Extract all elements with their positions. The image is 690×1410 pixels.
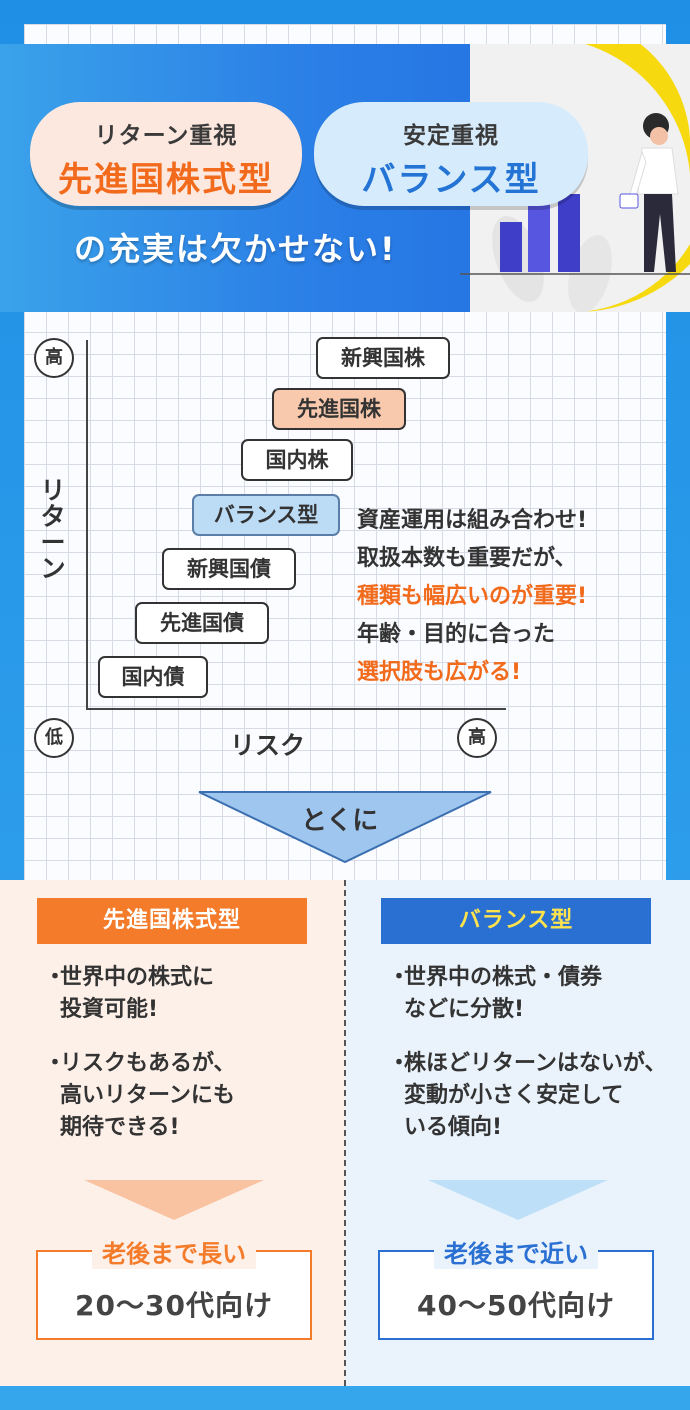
asset-domestic-bonds: 国内債 xyxy=(98,656,208,698)
y-axis-label: リ タ ー ン xyxy=(36,478,70,582)
asset-developed-bonds: 先進国債 xyxy=(135,602,269,644)
right-bullet-2: ・株ほどリターンはないが、 変動が小さく安定して いる傾向! xyxy=(388,1048,666,1144)
left-bullet-1: ・世界中の株式に 投資可能! xyxy=(44,962,214,1026)
left-result-value: 20〜30代向け xyxy=(75,1289,273,1322)
pill-return-focus: リターン重視 先進国株式型 xyxy=(30,102,302,206)
bullet-line: 世界中の株式に xyxy=(60,965,215,990)
header-banner: リターン重視 先進国株式型 安定重視 バランス型 の充実は欠かせない! xyxy=(0,44,690,312)
bullet-line: 株ほどリターンはないが、 xyxy=(404,1051,667,1076)
pill-right-title: バランス型 xyxy=(361,160,541,200)
down-arrow-icon xyxy=(198,791,492,864)
bullet-line: などに分散! xyxy=(404,997,525,1022)
bullet-dot: ・ xyxy=(388,1051,411,1076)
left-bullet-2: ・リスクもあるが、 高いリターンにも 期待できる! xyxy=(44,1048,236,1144)
note-line: 資産運用は組み合わせ! xyxy=(357,508,588,533)
left-arrow-icon xyxy=(84,1180,264,1220)
bullet-line: 期待できる! xyxy=(60,1115,180,1140)
bullet-line: いる傾向! xyxy=(404,1115,503,1140)
y-high-marker: 高 xyxy=(34,338,74,378)
note-line: 年齢・目的に合った xyxy=(357,622,556,647)
x-axis-label: リスク xyxy=(230,731,306,760)
y-axis xyxy=(86,340,88,710)
bullet-dot: ・ xyxy=(388,965,411,990)
panel-divider xyxy=(344,880,346,1386)
y-axis-label-char: リ xyxy=(40,476,66,505)
header-tagline: の充実は欠かせない! xyxy=(74,230,397,268)
right-bullet-1: ・世界中の株式・債券 などに分散! xyxy=(388,962,602,1026)
left-result-label: 老後まで長い xyxy=(92,1234,256,1269)
chart-note: 資産運用は組み合わせ! 取扱本数も重要だが、 種類も幅広いのが重要! 年齢・目的… xyxy=(357,502,587,692)
bullet-line: 高いリターンにも xyxy=(60,1083,235,1108)
right-arrow-icon xyxy=(428,1180,608,1220)
pill-right-subtitle: 安定重視 xyxy=(403,123,499,149)
note-line: 取扱本数も重要だが、 xyxy=(357,546,577,571)
bullet-dot: ・ xyxy=(44,965,67,990)
asset-emerging-bonds: 新興国債 xyxy=(162,548,296,590)
x-high-marker: 高 xyxy=(457,718,497,758)
bullet-dot: ・ xyxy=(44,1051,67,1076)
bullet-line: 投資可能! xyxy=(60,997,159,1022)
y-axis-label-char: ン xyxy=(40,554,66,583)
left-panel-title: 先進国株式型 xyxy=(37,898,307,944)
tokuni-label: とくに xyxy=(301,806,379,836)
asset-balanced: バランス型 xyxy=(192,494,340,536)
bullet-line: 変動が小さく安定して xyxy=(404,1083,624,1108)
left-result-box: 老後まで長い 20〜30代向け xyxy=(36,1234,312,1340)
pill-left-title: 先進国株式型 xyxy=(58,160,274,200)
pill-left-subtitle: リターン重視 xyxy=(94,123,238,149)
asset-domestic-stocks: 国内株 xyxy=(241,439,353,481)
bullet-line: 世界中の株式・債券 xyxy=(404,965,603,990)
right-result-label: 老後まで近い xyxy=(434,1234,598,1269)
asset-developed-stocks: 先進国株 xyxy=(272,388,406,430)
asset-emerging-stocks: 新興国株 xyxy=(316,337,450,379)
right-panel-title: バランス型 xyxy=(381,898,651,944)
bullet-line: リスクもあるが、 xyxy=(60,1051,236,1076)
note-line-highlight: 種類も幅広いのが重要! xyxy=(357,584,588,609)
right-result-value: 40〜50代向け xyxy=(417,1289,615,1322)
y-axis-label-char: タ xyxy=(40,502,66,531)
right-result-box: 老後まで近い 40〜50代向け xyxy=(378,1234,654,1340)
origin-low-marker: 低 xyxy=(34,718,74,758)
y-axis-label-char: ー xyxy=(40,528,66,557)
pill-stability-focus: 安定重視 バランス型 xyxy=(314,102,588,206)
x-axis xyxy=(86,708,506,710)
note-line-highlight: 選択肢も広がる! xyxy=(357,660,522,685)
